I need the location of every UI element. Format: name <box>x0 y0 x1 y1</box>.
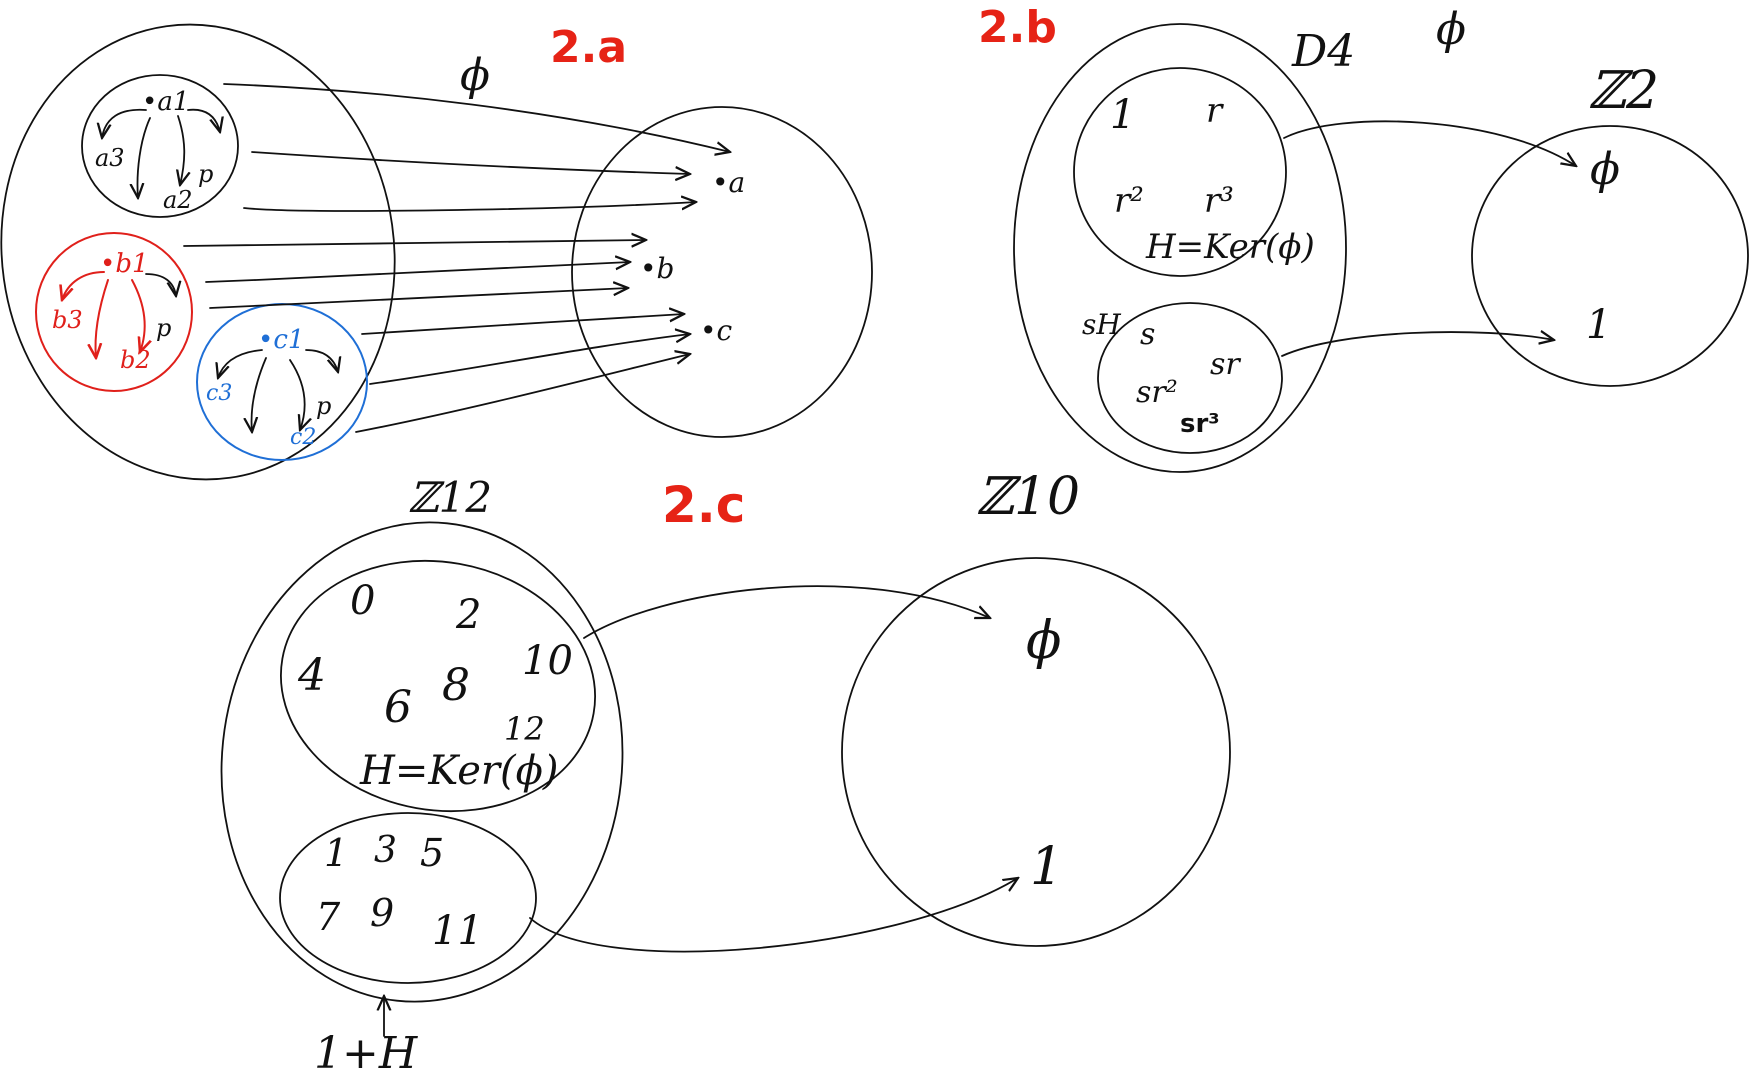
coset-c-1: 1 <box>324 831 348 875</box>
map-arrow-a1 <box>223 83 730 152</box>
orbit-c-arrow-right <box>305 349 338 372</box>
orbit-a-rel: p <box>198 160 213 188</box>
orbit-c-left: c3 <box>206 381 232 406</box>
orbit-c: •c1 c3 c2 p <box>196 303 368 461</box>
d4-ellipse <box>1013 23 1347 473</box>
orbit-c-bottom: c2 <box>290 425 316 450</box>
target-a: •a <box>712 166 745 199</box>
orbit-a-arrow-right <box>187 108 220 132</box>
diagram-2a: •a1 a3 a2 p •b1 b3 b2 p •c1 c3 c2 <box>0 23 873 481</box>
orbit-c-arrow-p <box>289 359 305 430</box>
coset-b-elem-sr3: sr³ <box>1180 409 1220 439</box>
orbit-b-arrow-right <box>145 273 176 296</box>
kernel-c-12: 12 <box>504 710 545 748</box>
coset-c-9: 9 <box>370 891 394 935</box>
map-arrow-c3 <box>355 354 690 433</box>
orbit-c-root: •c1 <box>258 325 304 355</box>
kernel-b-elem-r2: r² <box>1114 181 1144 221</box>
map-arrow-c1 <box>361 314 684 335</box>
map-arrow-coset-c <box>529 878 1018 953</box>
orbit-a-root: •a1 <box>142 87 189 117</box>
kernel-c-0: 0 <box>350 578 375 624</box>
orbit-b-bottom: b2 <box>120 346 151 374</box>
coset-c-5: 5 <box>420 831 444 875</box>
orbit-a-circle <box>81 74 239 218</box>
coset-b-elem-sr: sr <box>1210 347 1241 382</box>
kernel-c-2: 2 <box>455 592 481 638</box>
section-label-2b: 2.b <box>978 2 1057 53</box>
coset-c-11: 11 <box>432 908 483 954</box>
z12-ellipse <box>220 521 624 1003</box>
target-c: •c <box>700 314 733 347</box>
kernel-b-label: H=Ker(ϕ) <box>1145 227 1315 267</box>
section-label-2c: 2.c <box>662 476 745 534</box>
orbit-b-left: b3 <box>52 306 83 334</box>
orbit-c-rel: p <box>316 392 331 420</box>
map-arrow-c2 <box>369 334 690 385</box>
orbit-a-left: a3 <box>95 144 125 172</box>
kernel-b-elem-r3: r³ <box>1204 181 1234 221</box>
kernel-c-label: H=Ker(ϕ) <box>359 748 558 794</box>
kernel-c-4: 4 <box>297 650 326 701</box>
map-arrow-kernel-c <box>583 585 990 639</box>
orbit-b-root: •b1 <box>100 249 149 279</box>
kernel-b-elem-1: 1 <box>1110 92 1135 138</box>
map-arrow-kernel-b <box>1283 120 1576 166</box>
diagram-2c: ℤ12 ℤ10 0 2 4 6 8 10 12 H=Ker(ϕ) 1 3 5 7… <box>220 467 1231 1076</box>
kernel-c-6: 6 <box>384 682 412 733</box>
phi-label-b: ϕ <box>1436 4 1466 55</box>
map-arrow-coset-b <box>1281 332 1554 357</box>
kernel-circle-b <box>1073 67 1287 277</box>
z10-elem-1: 1 <box>1030 837 1063 897</box>
orbit-a-arrow-left <box>102 108 147 138</box>
section-label-2a: 2.a <box>550 22 627 73</box>
coset-b-elem-sr2: sr² <box>1136 375 1178 410</box>
orbit-a-arrow-down <box>138 117 151 198</box>
map-arrow-a2 <box>251 151 690 174</box>
domain-ellipse-a <box>0 23 396 481</box>
z2-ellipse <box>1471 125 1749 387</box>
coset-b-elem-s: s <box>1140 317 1155 352</box>
diagram-2b: D4 ϕ ℤ2 1 r r² r³ H=Ker(ϕ) sH s sr sr² s… <box>1013 4 1749 473</box>
coset-c-3: 3 <box>374 830 397 871</box>
kernel-c-8: 8 <box>442 660 470 711</box>
kernel-circle-c <box>280 559 596 813</box>
orbit-b: •b1 b3 b2 p <box>35 232 193 392</box>
z2-elem-1: 1 <box>1586 302 1611 348</box>
orbit-b-rel: p <box>156 314 171 342</box>
z10-label: ℤ10 <box>976 467 1080 527</box>
orbit-a: •a1 a3 a2 p <box>81 74 239 218</box>
z10-elem-phi: ϕ <box>1026 611 1061 671</box>
orbit-b-arrow-left <box>62 271 105 300</box>
orbit-b-circle <box>35 232 193 392</box>
z2-elem-phi: ϕ <box>1590 144 1620 195</box>
z10-ellipse <box>841 557 1231 947</box>
orbit-a-bottom: a2 <box>163 186 193 214</box>
coset-c-7: 7 <box>316 895 341 939</box>
z12-label: ℤ12 <box>408 473 492 522</box>
orbit-c-arrow-left <box>218 349 263 378</box>
map-arrow-b2 <box>205 262 630 283</box>
kernel-b-elem-r: r <box>1206 91 1224 131</box>
codomain-ellipse-a <box>571 106 873 438</box>
kernel-c-10: 10 <box>522 638 573 684</box>
coset-b-label: sH <box>1082 308 1121 341</box>
phi-label-a: ϕ <box>460 50 490 101</box>
coset-circle-c <box>279 812 537 984</box>
coset-c-label: 1+H <box>314 1028 419 1076</box>
orbit-b-arrow-down <box>96 279 109 358</box>
orbit-c-arrow-down <box>252 357 267 432</box>
orbit-b-arrow-p <box>131 279 145 352</box>
d4-label: D4 <box>1291 26 1355 77</box>
map-arrow-b1 <box>183 240 646 246</box>
map-arrow-b3 <box>209 288 628 309</box>
coset-circle-b <box>1097 302 1283 454</box>
z2-label: ℤ2 <box>1588 61 1659 121</box>
map-arrow-a3 <box>243 202 696 212</box>
target-b: •b <box>640 252 674 285</box>
orbit-a-arrow-p <box>178 115 184 185</box>
